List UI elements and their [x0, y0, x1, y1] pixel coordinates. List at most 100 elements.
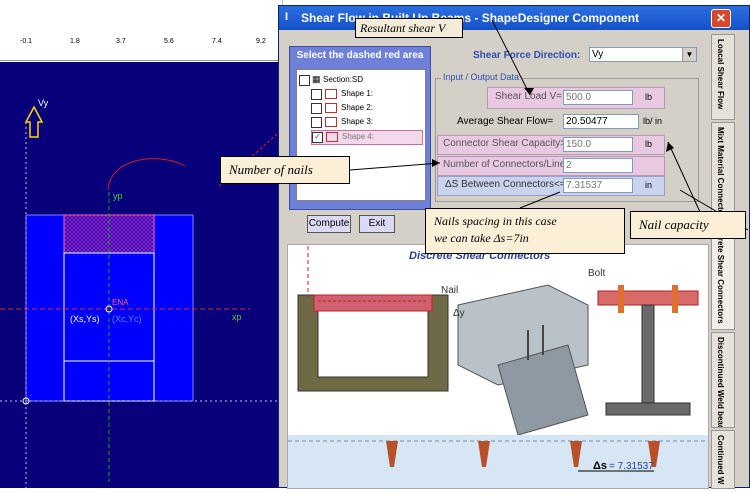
- ruler-tick: 9.2: [256, 38, 266, 45]
- tree-item-shape3[interactable]: Shape 3:: [311, 116, 421, 129]
- shear-direction-select[interactable]: Vy ▼: [589, 47, 697, 62]
- shear-flow-window: I Shear Flow in Built Up Beams - ShapeDe…: [278, 5, 750, 489]
- app-icon: I: [285, 11, 289, 23]
- shape-icon: [326, 132, 338, 142]
- select-panel-title: Select the dashed red area: [296, 50, 424, 61]
- tab-discontinued-weld[interactable]: Discontinued Weld bead: [711, 332, 735, 428]
- group-label: Input / Output Data: [441, 72, 522, 82]
- capacity-label: Connector Shear Capacity>=: [443, 138, 572, 149]
- checkbox[interactable]: [299, 75, 310, 86]
- shear-direction-value: Vy: [592, 49, 604, 60]
- shear-load-label: Shear Load V=: [495, 91, 562, 102]
- connector-icon: [386, 441, 398, 467]
- bolt-icon: [672, 285, 678, 313]
- bolt-label: Bolt: [588, 268, 606, 279]
- callout-resultant: Resultant shear V: [355, 18, 463, 38]
- input-output-group: [435, 78, 699, 202]
- ruler-tick: 1.8: [70, 38, 80, 45]
- callout-spacing-line2: we can take Δs=7in: [434, 231, 529, 245]
- ruler-tick: 7.4: [212, 38, 222, 45]
- vy-label: Vy: [38, 98, 49, 108]
- tab-mixt-material[interactable]: Mixt Material Connector: [711, 122, 735, 214]
- origin-marker: [22, 397, 30, 405]
- callout-capacity: Nail capacity: [630, 211, 746, 239]
- tree-label: Section:SD: [323, 75, 364, 84]
- dy-label: Δy: [453, 308, 465, 319]
- xs-label: (Xs,Ys): [70, 314, 100, 324]
- callout-spacing: Nails spacing in this case we can take Δ…: [425, 208, 625, 254]
- tree-label: Shape 4:: [342, 132, 375, 141]
- callout-spacing-line1: Nails spacing in this case: [434, 214, 557, 228]
- toolbar-area: [0, 0, 283, 38]
- connector-icon: [570, 441, 582, 467]
- diagram-panel: [287, 183, 709, 489]
- checkbox[interactable]: [311, 103, 322, 114]
- yp-label: yp: [113, 191, 123, 201]
- compute-button[interactable]: Compute: [307, 215, 351, 233]
- connectors-input[interactable]: 2: [563, 158, 633, 173]
- horizontal-ruler: -0.1 1.8 3.7 5.6 7.4 9.2: [0, 38, 282, 61]
- section-icon: ▦: [312, 74, 321, 84]
- resultant-arrow: [491, 19, 531, 96]
- tab-local-shear-flow[interactable]: Loacal Shear Flow: [711, 34, 735, 120]
- connectors-illustration: [288, 183, 708, 488]
- avg-flow-label: Average Shear Flow=: [457, 116, 554, 127]
- connector-icon: [648, 441, 660, 467]
- arrowhead: [666, 142, 674, 152]
- annotation-arrow: [107, 158, 186, 191]
- bolt-icon: [618, 285, 624, 313]
- section-drawing: [0, 105, 282, 488]
- ruler-tick: -0.1: [20, 38, 33, 45]
- ruler-tick: 3.7: [116, 38, 126, 45]
- concrete-web: [497, 344, 589, 436]
- checkbox[interactable]: [311, 89, 322, 100]
- shape-icon: [325, 89, 337, 99]
- chevron-down-icon[interactable]: ▼: [682, 48, 696, 61]
- i-beam-bottom-flange: [605, 402, 691, 416]
- avg-flow-output[interactable]: 20.50477: [563, 114, 639, 129]
- nail-label: Nail: [441, 285, 459, 296]
- avg-flow-unit: lb/ in: [643, 116, 663, 126]
- capacity-unit: lb: [645, 139, 653, 149]
- centroid-marker: [105, 305, 113, 313]
- ds-value: = 7.31537: [609, 461, 654, 472]
- xc-label: (Xc,Yc): [112, 314, 142, 324]
- checkbox[interactable]: [311, 117, 322, 128]
- shear-direction-label: Shear Force Direction:: [473, 50, 581, 61]
- top-plank: [313, 294, 433, 312]
- connectors-label: Number of Connectors/Line=: [443, 159, 572, 170]
- exit-button[interactable]: Exit: [359, 215, 395, 233]
- capacity-arrow: [667, 141, 701, 213]
- ena-label: ENA: [112, 298, 129, 307]
- shear-load-unit: lb: [645, 92, 653, 102]
- tree-label: Shape 3:: [341, 117, 374, 126]
- tree-item-shape2[interactable]: Shape 2:: [311, 102, 421, 115]
- connector-icon: [478, 441, 490, 467]
- capacity-input[interactable]: 150.0: [563, 137, 633, 152]
- tree-item-shape1[interactable]: Shape 1:: [311, 88, 421, 101]
- tree-item-shape4[interactable]: ✓ Shape 4:: [311, 130, 423, 145]
- arrowhead: [524, 88, 534, 95]
- xp-label: xp: [232, 312, 242, 322]
- shear-arrow-icon: [24, 105, 44, 138]
- drawing-canvas[interactable]: Vy yp xp ENA (Xs,Ys) (Xc,Yc): [0, 62, 282, 488]
- callout-nails: Number of nails: [220, 156, 350, 184]
- close-button[interactable]: ✕: [711, 9, 731, 28]
- shape-icon: [325, 117, 337, 127]
- ds-label: Δs: [593, 460, 608, 472]
- nails-arrow: [349, 162, 441, 171]
- ruler-tick: 5.6: [164, 38, 174, 45]
- box-hollow: [317, 310, 429, 378]
- checkbox-checked[interactable]: ✓: [312, 132, 323, 143]
- spacing-label: ΔS Between Connectors<=: [445, 179, 566, 190]
- tree-label: Shape 1:: [341, 89, 374, 98]
- spacing-arrow: [519, 191, 561, 209]
- spacing-output[interactable]: 7.31537: [563, 178, 633, 193]
- spacing-strip: [288, 435, 708, 488]
- spacing-unit: in: [645, 180, 653, 190]
- shear-load-input[interactable]: 500.0: [563, 90, 633, 105]
- tree-label: Shape 2:: [341, 103, 374, 112]
- arrowhead: [432, 159, 440, 167]
- tree-root[interactable]: ▦ Section:SD: [299, 74, 421, 87]
